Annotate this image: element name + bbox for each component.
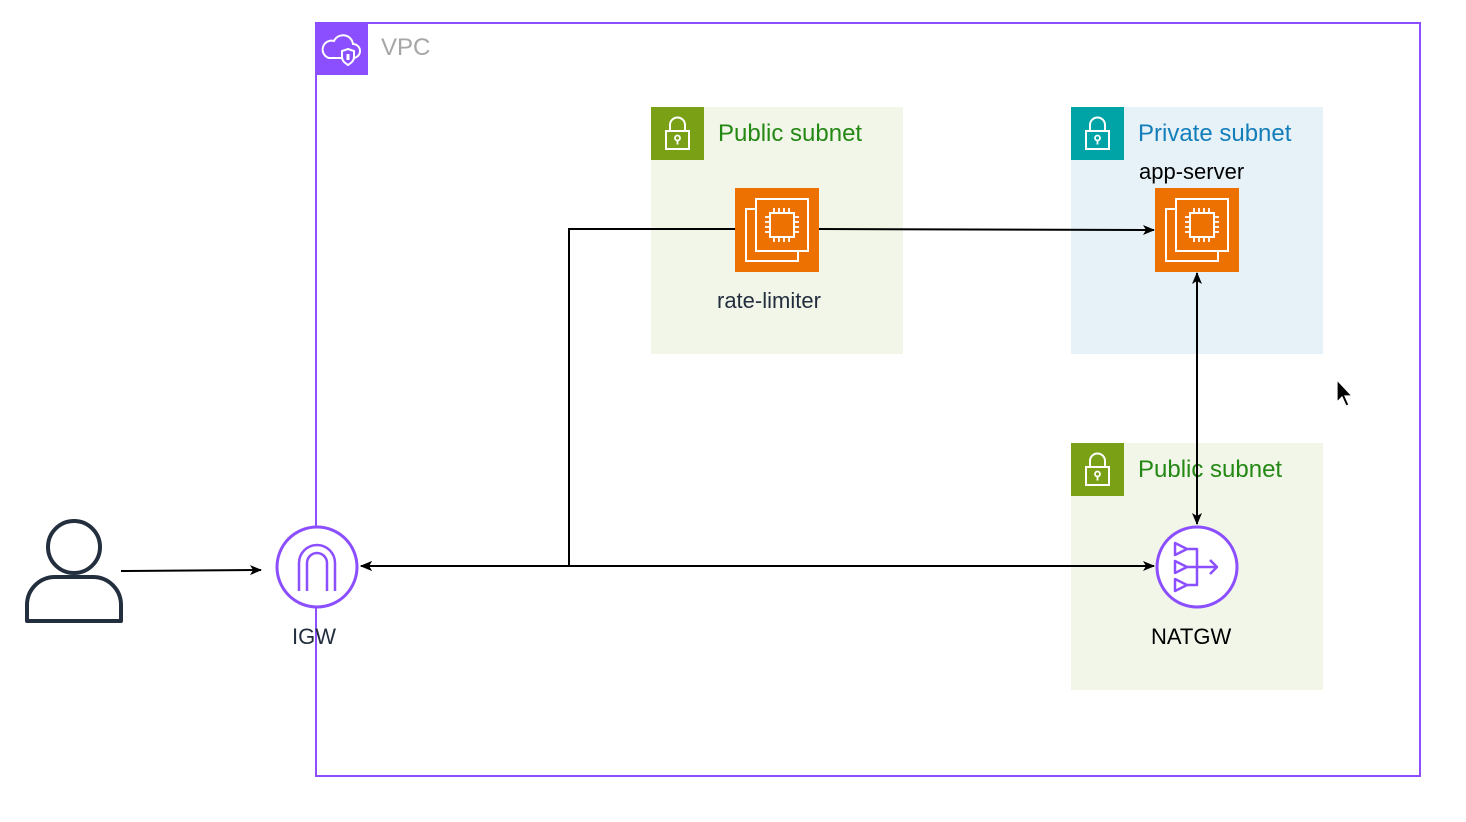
edge-user-to-igw[interactable] <box>120 565 262 576</box>
rate-limiter-label: rate-limiter <box>717 288 821 313</box>
public-subnet-top-badge <box>651 107 704 160</box>
private-subnet-label: Private subnet <box>1138 120 1292 147</box>
public-subnet-bottom-badge <box>1071 443 1124 496</box>
ec2-instance-icon <box>745 198 809 262</box>
app-server-node[interactable] <box>1155 188 1239 272</box>
vpc-label: VPC <box>381 34 431 61</box>
user-icon <box>25 519 123 623</box>
natgw-node[interactable] <box>1155 525 1239 609</box>
mouse-cursor-icon <box>1336 378 1354 407</box>
edge-rate-limiter-to-igw[interactable] <box>360 228 735 571</box>
igw-node[interactable] <box>275 525 359 609</box>
app-server-label: app-server <box>1139 159 1245 184</box>
ec2-instance-icon <box>1165 198 1229 262</box>
edge-rate-limiter-to-app-server[interactable] <box>818 224 1155 235</box>
lock-icon <box>1085 116 1110 150</box>
lock-icon <box>665 116 690 150</box>
vpc-container[interactable] <box>315 22 1421 777</box>
lock-icon <box>1085 452 1110 486</box>
private-subnet-badge <box>1071 107 1124 160</box>
rate-limiter-node[interactable] <box>735 188 819 272</box>
vpc-badge <box>315 22 368 75</box>
natgw-label: NATGW <box>1151 624 1232 649</box>
public-subnet-bottom-label: Public subnet <box>1138 456 1283 483</box>
internet-gateway-icon <box>275 525 359 609</box>
public-subnet-top-label: Public subnet <box>718 120 863 147</box>
nat-gateway-icon <box>1155 525 1239 609</box>
user-node[interactable] <box>24 518 124 624</box>
vpc-cloud-shield-icon <box>321 34 361 67</box>
igw-label: IGW <box>292 624 336 649</box>
